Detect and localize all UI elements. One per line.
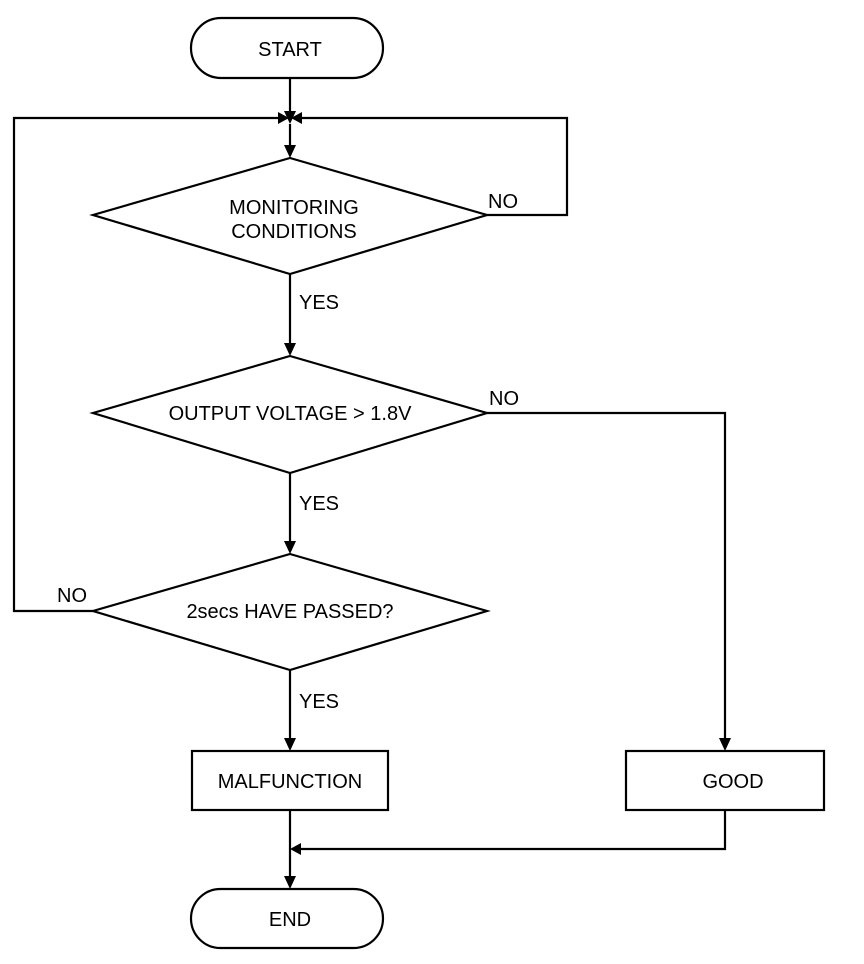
good-label: GOOD: [702, 771, 763, 793]
start-terminal: [189, 16, 385, 80]
monitoring-yes-label: YES: [299, 292, 339, 314]
edge-voltage-no: [487, 411, 727, 744]
arrowhead: [284, 738, 296, 751]
monitoring-label-line1: MONITORING: [229, 197, 359, 219]
arrowhead: [291, 112, 302, 124]
malfunction-label: MALFUNCTION: [218, 771, 362, 793]
voltage-decision: [89, 354, 491, 475]
passed-yes-label: YES: [299, 691, 339, 713]
malfunction-box: [190, 749, 390, 812]
monitoring-decision: [89, 156, 491, 276]
edge-monitoring-no-loop: [298, 116, 569, 217]
arrowhead: [284, 343, 296, 356]
arrowhead: [284, 145, 296, 158]
end-label: END: [269, 909, 311, 931]
voltage-no-label: NO: [489, 388, 519, 410]
passed-label: 2secs HAVE PASSED?: [186, 601, 393, 623]
arrowhead: [278, 112, 289, 124]
good-box: [624, 749, 826, 812]
arrowhead: [290, 843, 301, 855]
monitoring-no-label: NO: [488, 191, 518, 213]
passed-no-label: NO: [57, 585, 87, 607]
arrowhead: [284, 541, 296, 554]
end-terminal: [189, 887, 385, 950]
passed-decision: [89, 552, 491, 672]
voltage-yes-label: YES: [299, 493, 339, 515]
arrowhead: [284, 876, 296, 889]
edge-good-to-join: [298, 810, 727, 851]
monitoring-label-line2: CONDITIONS: [231, 221, 357, 243]
arrowhead: [284, 111, 296, 124]
edge-passed-no-loop: [12, 116, 282, 613]
voltage-label: OUTPUT VOLTAGE > 1.8V: [169, 403, 413, 425]
arrowhead: [719, 738, 731, 751]
start-label: START: [258, 39, 322, 61]
